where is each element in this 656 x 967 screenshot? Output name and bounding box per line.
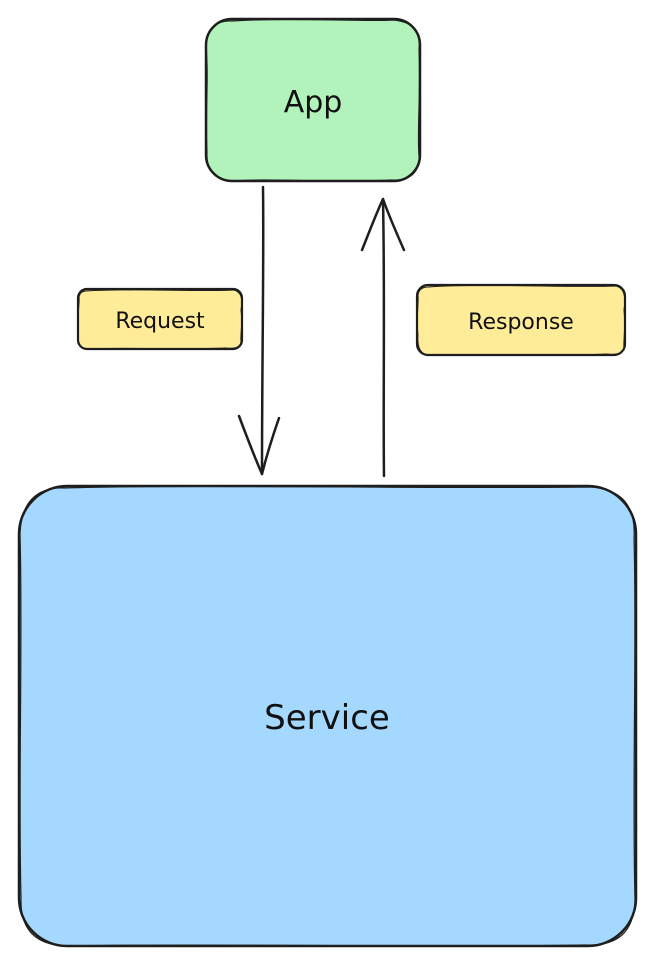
service-node-sketch-outline: [19, 485, 636, 947]
service-node[interactable]: Service: [17, 484, 638, 948]
request-arrow-shaft: [260, 185, 265, 476]
service-node-label: Service: [264, 698, 390, 738]
response-label-text: Response: [468, 310, 574, 335]
response-label[interactable]: Response: [415, 283, 627, 357]
request-arrow-head: [237, 414, 281, 476]
app-node[interactable]: App: [204, 17, 422, 183]
request-arrow: [237, 185, 281, 476]
response-arrow: [360, 197, 406, 478]
request-label-sketch-outline: [77, 289, 243, 350]
app-node-sketch-outline: [205, 18, 421, 182]
request-label-text: Request: [115, 309, 205, 334]
response-label-sketch-outline: [416, 284, 626, 356]
response-arrow-head: [360, 197, 406, 252]
app-node-label: App: [284, 85, 343, 120]
request-label[interactable]: Request: [76, 287, 244, 351]
response-arrow-shaft: [381, 197, 386, 478]
